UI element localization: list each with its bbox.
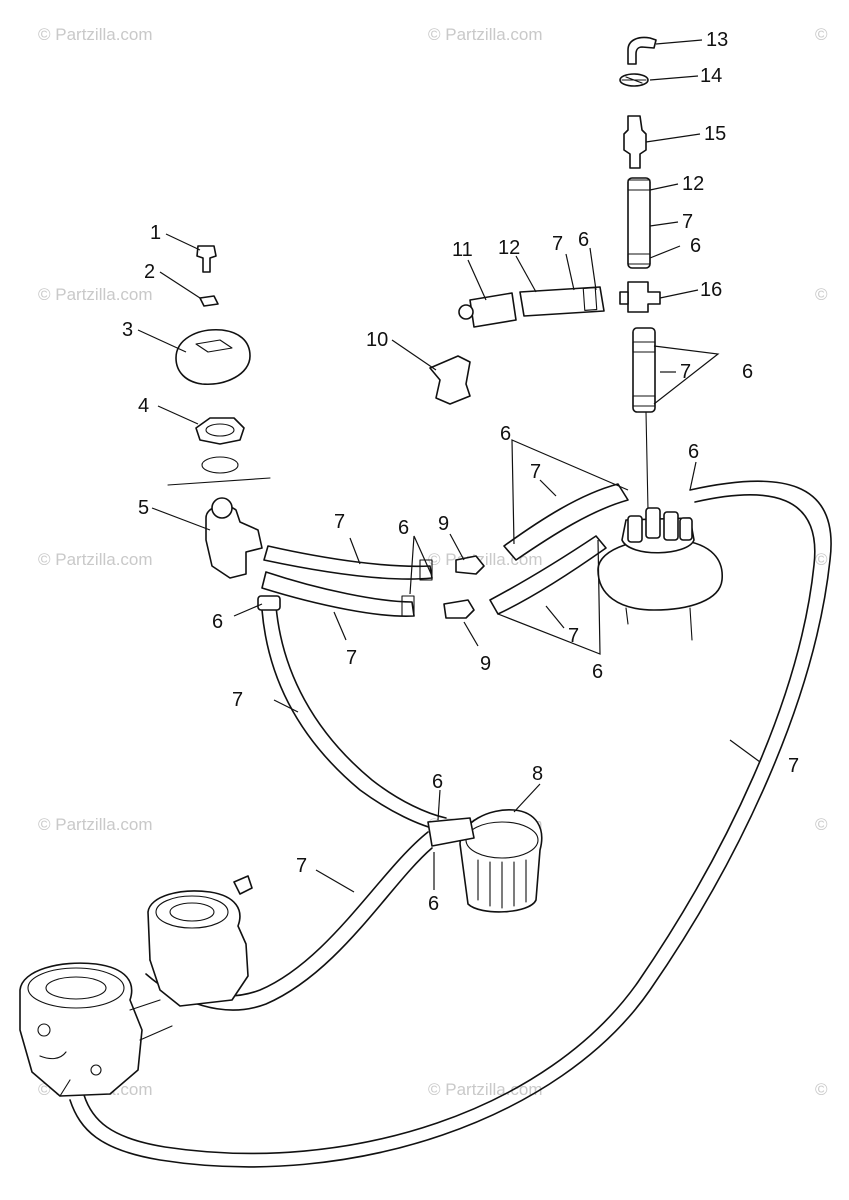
clip-10 (429, 355, 471, 405)
callout-11: 11 (452, 239, 473, 261)
watermark-6: © Partzilla.com (38, 550, 153, 569)
filter-9-upper (455, 555, 485, 575)
watermark-4: © Partzilla.com (38, 285, 153, 304)
check-valve-15 (623, 115, 647, 169)
callout-13: 13 (706, 29, 728, 51)
callout-7f: 7 (346, 647, 357, 669)
watermark-14: © (815, 1080, 828, 1099)
callout-6i: 6 (432, 771, 443, 793)
cap-assembly (167, 245, 271, 486)
callout-5: 5 (138, 497, 149, 519)
callout-16: 16 (700, 279, 722, 301)
callout-7j: 7 (296, 855, 307, 877)
callout-6b: 6 (690, 235, 701, 257)
callout-9b: 9 (480, 653, 491, 675)
callout-7d: 7 (530, 461, 541, 483)
callout-12b: 12 (498, 237, 520, 259)
filter-9-lower (443, 599, 475, 619)
inline-filter-8 (427, 809, 543, 913)
callout-10: 10 (366, 329, 388, 351)
watermark-9: © Partzilla.com (38, 815, 153, 834)
callout-7h: 7 (232, 689, 243, 711)
supply-hose (257, 595, 447, 831)
callout-4: 4 (138, 395, 149, 417)
pickup-and-hoses (205, 483, 629, 619)
watermark-11: © (815, 815, 828, 834)
watermark-8: © (815, 550, 828, 569)
callouts: 1 2 3 4 5 6 13 14 15 12 7 6 16 7 6 11 12… (122, 29, 799, 915)
callout-2: 2 (144, 261, 155, 283)
watermark-5: © (815, 285, 828, 304)
washer-2 (199, 295, 219, 307)
callout-6d: 6 (578, 229, 589, 251)
callout-1: 1 (150, 222, 161, 244)
elbow-fitting-13 (627, 36, 657, 65)
callout-6e: 6 (500, 423, 511, 445)
tee-fitting-16 (627, 281, 661, 313)
callout-7g: 7 (568, 625, 579, 647)
callout-7i: 7 (788, 755, 799, 777)
cap-3 (175, 329, 251, 385)
watermark-1: © Partzilla.com (38, 25, 153, 44)
leader-lines (137, 39, 761, 893)
hose-segment-lower (632, 327, 656, 413)
callout-12a: 12 (682, 173, 704, 195)
callout-6g: 6 (398, 517, 409, 539)
pickup-fitting-5 (205, 505, 263, 579)
callout-8: 8 (532, 763, 543, 785)
callout-6c: 6 (742, 361, 753, 383)
callout-15: 15 (704, 123, 726, 145)
callout-7c: 7 (552, 233, 563, 255)
carburetors (19, 875, 253, 1097)
watermark-13: © Partzilla.com (428, 1080, 543, 1099)
callout-7a: 7 (682, 211, 693, 233)
nut-4 (195, 417, 245, 445)
callout-7b: 7 (680, 361, 691, 383)
callout-6f: 6 (688, 441, 699, 463)
callout-9a: 9 (438, 513, 449, 535)
branch-hose (458, 286, 605, 328)
callout-6j: 6 (428, 893, 439, 915)
watermark-3: © (815, 25, 828, 44)
callout-14: 14 (700, 65, 722, 87)
vent-assembly (619, 36, 661, 511)
screw-1 (196, 245, 217, 273)
callout-6a: 6 (212, 611, 223, 633)
callout-6h: 6 (592, 661, 603, 683)
fitting-11 (469, 292, 517, 328)
tank-sender (597, 507, 723, 641)
callout-3: 3 (122, 319, 133, 341)
watermark-2: © Partzilla.com (428, 25, 543, 44)
callout-7e: 7 (334, 511, 345, 533)
long-return-hose (69, 480, 832, 1168)
hose-segment-upper (627, 177, 651, 269)
